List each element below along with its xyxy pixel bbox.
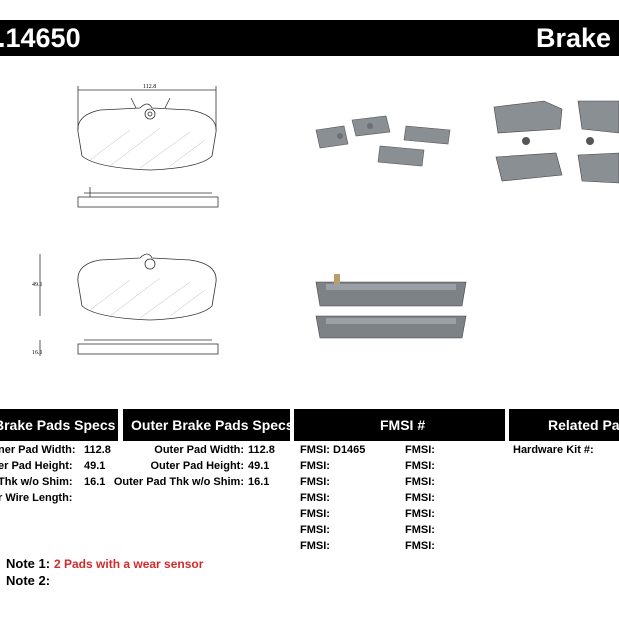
outer-spec-label: Outer Pad Height: xyxy=(150,460,244,472)
fmsi-label: FMSI: xyxy=(300,460,330,472)
inner-spec-row: Thk w/o Shim: 16.1 xyxy=(0,475,105,489)
fmsi-row: FMSI: FMSI: xyxy=(300,475,435,489)
inner-specs-header: Brake Pads Specs xyxy=(0,409,118,441)
inner-specs-heading: Brake Pads Specs xyxy=(0,417,116,433)
dim-thickness-label: 16.1 xyxy=(32,350,43,356)
product-photo-side xyxy=(315,274,467,339)
fmsi-label: FMSI: xyxy=(405,476,435,488)
pad-outline-bottom xyxy=(77,253,217,321)
note-1-label: Note 1: xyxy=(6,556,51,571)
related-header: Related Par xyxy=(509,409,619,441)
fmsi-row: FMSI: FMSI: xyxy=(300,491,435,505)
inner-spec-value: 16.1 xyxy=(84,476,106,488)
header-bar: .14650 Brake F xyxy=(0,20,619,56)
note-2-label: Note 2: xyxy=(6,573,51,588)
outer-specs-heading: Outer Brake Pads Specs xyxy=(131,417,294,433)
inner-spec-row: er Pad Height: 49.1 xyxy=(0,459,105,473)
dim-width-label: 112.8 xyxy=(143,84,156,90)
outer-spec-label: Outer Pad Width: xyxy=(154,444,244,456)
fmsi-label: FMSI: xyxy=(300,476,330,488)
inner-spec-row: r Wire Length: xyxy=(0,491,72,505)
fmsi-label: FMSI: xyxy=(405,444,435,456)
note-1: Note 1: 2 Pads with a wear sensor xyxy=(6,556,203,572)
fmsi-label: FMSI: xyxy=(300,540,330,552)
fmsi-label: FMSI: xyxy=(405,540,435,552)
pad-outline-top xyxy=(77,103,217,171)
fmsi-row: FMSI: FMSI: xyxy=(300,459,435,473)
inner-spec-row: ner Pad Width: 112.8 xyxy=(0,443,111,457)
fmsi-value: D1465 xyxy=(333,444,366,456)
page-title: Brake F xyxy=(536,23,619,53)
fmsi-row: FMSI: FMSI: xyxy=(300,523,435,537)
inner-spec-label: r Wire Length: xyxy=(0,492,73,504)
fmsi-label: FMSI: xyxy=(405,508,435,520)
outer-specs-header: Outer Brake Pads Specs xyxy=(123,409,294,441)
fmsi-row: FMSI: FMSI: xyxy=(300,539,435,553)
fmsi-heading: FMSI # xyxy=(380,417,426,433)
technical-drawing: 112.8 49.1 16.1 xyxy=(32,84,219,356)
fmsi-label: FMSI: xyxy=(405,492,435,504)
fmsi-header: FMSI # xyxy=(294,409,505,441)
part-number: .14650 xyxy=(0,23,81,53)
outer-spec-label: Outer Pad Thk w/o Shim: xyxy=(113,476,244,488)
fmsi-label: FMSI: xyxy=(405,524,435,536)
outer-spec-value: 112.8 xyxy=(248,444,275,456)
fmsi-label: FMSI: xyxy=(300,444,330,456)
hardware-kit-label: Hardware Kit #: xyxy=(513,444,594,456)
outer-spec-value: 49.1 xyxy=(248,460,270,472)
fmsi-label: FMSI: xyxy=(300,524,330,536)
fmsi-row: FMSI: FMSI: xyxy=(300,507,435,521)
fmsi-label: FMSI: xyxy=(300,492,330,504)
pad-side-profile-top xyxy=(77,196,219,208)
inner-spec-value: 49.1 xyxy=(84,460,106,472)
inner-spec-value: 112.8 xyxy=(84,444,111,456)
outer-spec-value: 16.1 xyxy=(248,476,270,488)
related-row: Hardware Kit #: xyxy=(513,443,594,457)
inner-spec-label: er Pad Height: xyxy=(0,460,73,472)
related-heading: Related Par xyxy=(548,417,619,433)
product-photo-set xyxy=(493,100,619,184)
inner-spec-label: ner Pad Width: xyxy=(0,444,76,456)
product-photo-loose xyxy=(315,115,451,167)
fmsi-label: FMSI: xyxy=(405,460,435,472)
dim-height-label: 49.1 xyxy=(32,282,43,288)
inner-spec-label: Thk w/o Shim: xyxy=(0,476,73,488)
fmsi-row: FMSI: D1465 FMSI: xyxy=(300,443,435,457)
note-2: Note 2: xyxy=(6,573,50,589)
pad-side-profile-bottom xyxy=(77,343,219,355)
fmsi-label: FMSI: xyxy=(300,508,330,520)
note-1-value: 2 Pads with a wear sensor xyxy=(54,557,204,571)
